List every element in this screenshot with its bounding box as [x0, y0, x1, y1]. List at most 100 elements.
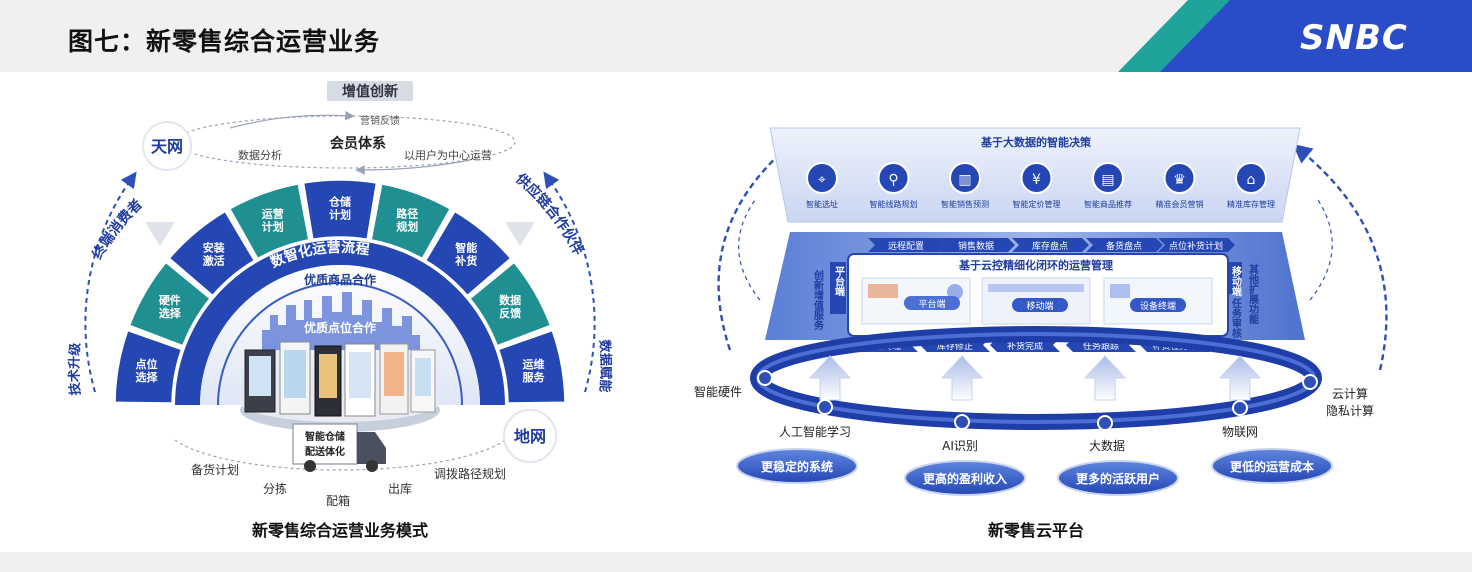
outcome-label-2: 更多的活跃用户: [1076, 471, 1160, 486]
platform-vertical: 平台端: [833, 266, 845, 297]
ring-label-2: AI识别: [942, 439, 978, 453]
outer-arc-left: [84, 171, 137, 393]
outer-segment: [370, 183, 452, 260]
decision-glyph-icon: ♛: [1173, 172, 1186, 188]
outer-segment: [424, 210, 512, 297]
ring-dot-2: [954, 414, 970, 430]
ring-label-3: 大数据: [1089, 438, 1125, 453]
decision-item-label: 精准会员营销: [1156, 199, 1204, 209]
screen-label-0: 平台端: [918, 298, 945, 310]
outcome-3: 更低的运营成本: [1211, 448, 1333, 484]
left-vertical: 创新增值服务: [812, 269, 825, 331]
outer-segment-label: 运维服务: [523, 357, 546, 384]
ring-label-1: 人工智能学习: [779, 424, 851, 439]
right-caption: 新零售云平台: [988, 521, 1084, 540]
screen-label-1: 移动端: [1026, 300, 1053, 312]
review-vertical: 任务审核: [1230, 297, 1243, 339]
decision-glyph-icon: ▥: [958, 172, 971, 188]
screen-label-bg-1: [1012, 298, 1068, 312]
decision-icon: [877, 162, 910, 194]
upward-arrows: [808, 355, 1262, 401]
side-right-label: 数据赋能: [596, 339, 613, 393]
outer-segment: [128, 261, 212, 347]
top-flow-label: 点位补货计划: [1169, 240, 1223, 252]
outer-segment-label: 点位选择: [135, 357, 158, 384]
quality-goods: 优质商品合作: [304, 272, 376, 287]
outcome-label-0: 更稳定的系统: [761, 459, 833, 474]
side-left-label: 技术升级: [66, 341, 83, 396]
decision-item-label: 智能定价管理: [1013, 199, 1061, 209]
member-system: 会员体系: [330, 135, 386, 152]
data-analysis: 数据分析: [238, 148, 282, 162]
decision-glyph-icon: ⌂: [1247, 172, 1256, 188]
arc-left-label: 终端消费者: [89, 196, 146, 262]
left-diagram: 增值创新 营销反馈 会员体系 数据分析 以用户为中心运营 天网 终端消费者 供应…: [66, 81, 614, 540]
ring-dot-3: [1097, 415, 1113, 431]
footer-bar: [0, 552, 1472, 572]
decision-item-label: 精准库存管理: [1227, 199, 1275, 209]
outer-segment-label: 智能补货: [454, 240, 477, 267]
platform-vertical-bg: [830, 262, 846, 314]
screen-platform: 平台端: [861, 277, 971, 325]
decision-icons: ⌖智能选址⚲智能线路规划▥智能销售预测¥智能定价管理▤智能商品推荐♛精准会员营销…: [806, 162, 1275, 209]
inner-dashed-left: [738, 199, 761, 301]
ring-dot-0: [757, 370, 773, 386]
loop-arrow-top: [229, 110, 355, 129]
marketing-feedback: 营销反馈: [360, 114, 400, 127]
decision-icon: [1163, 162, 1196, 194]
screen-device: 设备终端: [1103, 277, 1213, 325]
outer-segment-label: 硬件选择: [159, 293, 182, 320]
ring-dot-5: [1302, 374, 1318, 390]
bottom-flow-label: 补货完成: [1007, 340, 1043, 352]
logistics-1: 分拣: [263, 481, 287, 496]
quality-points: 优质点位合作: [304, 320, 376, 335]
outer-arc-right: [543, 171, 596, 393]
right-diagram: 基于大数据的智能决策 ⌖智能选址⚲智能线路规划▥智能销售预测¥智能定价管理▤智能…: [694, 127, 1388, 540]
decision-icon: [1092, 162, 1124, 194]
screen-label-bg-2: [1130, 298, 1186, 312]
logistics-0: 备货计划: [191, 462, 239, 477]
up-arrow-icon: [1218, 355, 1262, 401]
top-flow-label: 销售数据: [958, 240, 994, 252]
decision-item-label: 智能线路规划: [870, 199, 918, 209]
truck-label-1: 智能仓储: [305, 430, 345, 443]
decision-icon: [806, 162, 838, 194]
top-label: 增值创新: [342, 83, 398, 100]
ring-label-5: 云计算: [1332, 386, 1368, 401]
truck-label-2: 配送体化: [305, 445, 345, 458]
top-flow-step: [1012, 238, 1089, 252]
outer-segment-label: 数据反馈: [499, 293, 521, 320]
outcome-label-1: 更高的盈利收入: [923, 471, 1007, 486]
outer-segment: [497, 329, 566, 404]
ring-label-4: 物联网: [1222, 425, 1258, 439]
top-label-box: [327, 81, 413, 101]
process-band: [175, 240, 505, 405]
diwang-circle: [503, 409, 557, 463]
logistics-4: 调拨路径规划: [434, 466, 506, 481]
loop-arrow-bottom: [355, 159, 471, 175]
mobile-vertical: 移动端: [1230, 265, 1242, 297]
screen-mobile: 移动端: [981, 277, 1091, 325]
ring-label-0: 智能硬件: [694, 384, 742, 399]
outcome-0: 更稳定的系统: [736, 448, 858, 484]
logistics-3: 出库: [388, 481, 412, 496]
snbc-logo: SNBC: [1300, 18, 1408, 58]
inner-dashed-right: [1309, 199, 1333, 301]
decision-title: 基于大数据的智能决策: [980, 135, 1092, 149]
outer-segment-label: 仓储计划: [328, 195, 351, 222]
top-flow-label: 备货盘点: [1106, 240, 1142, 252]
top-flow-label: 库存盘点: [1032, 240, 1068, 252]
vending-machines: [244, 341, 436, 417]
arc-right-label: 供应链合作伙伴: [512, 169, 588, 258]
decision-item-label: 智能销售预测: [941, 199, 989, 209]
top-flow-chain: 远程配置销售数据库存盘点备货盘点点位补货计划: [868, 238, 1235, 252]
outer-segment-label: 运营计划: [262, 206, 284, 233]
ring-dot-4: [1232, 400, 1248, 416]
truck-icon: 智能仓储 配送体化: [292, 423, 386, 472]
outer-segment: [114, 329, 183, 404]
tianwang-circle: [142, 121, 192, 171]
extend-vertical: 其他扩展功能: [1247, 263, 1260, 325]
decision-glyph-icon: ¥: [1032, 172, 1041, 188]
decision-icon: [949, 162, 981, 194]
